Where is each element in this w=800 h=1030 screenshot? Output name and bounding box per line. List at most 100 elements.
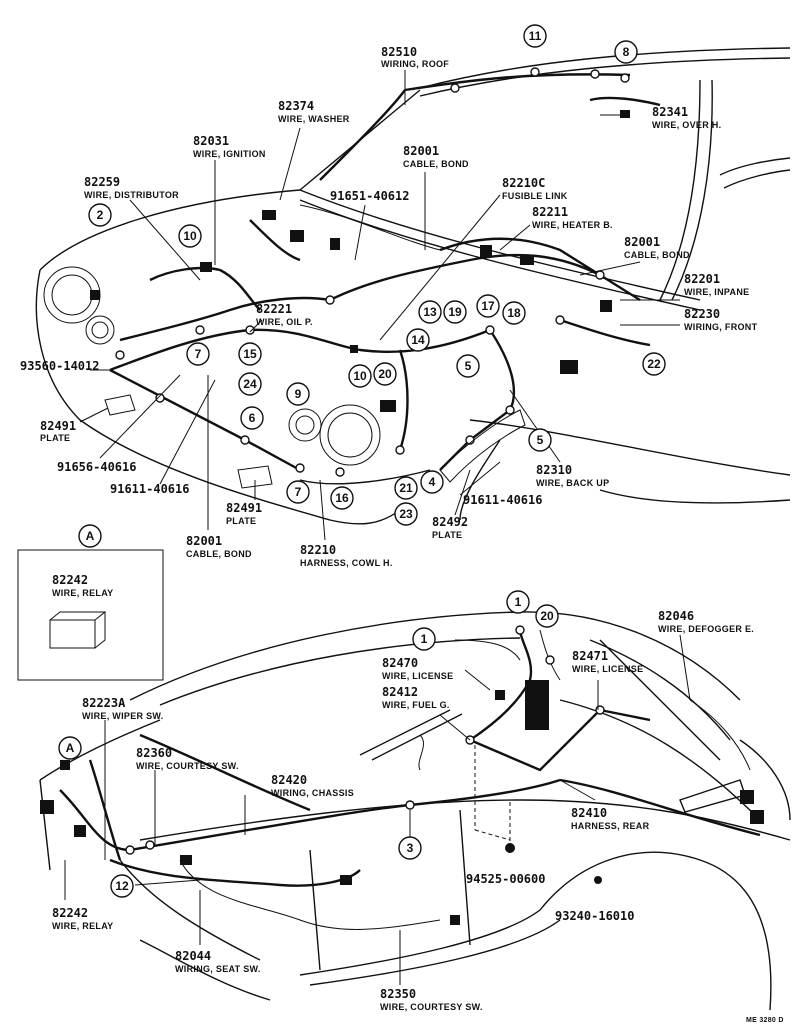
marker: 13: [418, 300, 442, 324]
part-desc: WIRE, WIPER SW.: [82, 711, 164, 721]
part-desc: PLATE: [40, 433, 70, 443]
rear-body-outline: [39, 611, 791, 1011]
marker: 3: [398, 836, 422, 860]
front-body-outline: [35, 47, 791, 525]
svg-text:A: A: [66, 741, 75, 755]
part-number: 82374: [278, 99, 314, 113]
part-desc: WIRE, OVER H.: [652, 120, 721, 130]
svg-text:13: 13: [423, 305, 437, 319]
marker: 1: [412, 627, 436, 651]
part-number: 82046: [658, 609, 694, 623]
marker: 5: [528, 428, 552, 452]
part-desc: WIRE, INPANE: [684, 287, 749, 297]
marker: 20: [373, 362, 397, 386]
part-desc: WIRE, DEFOGGER E.: [658, 624, 754, 634]
part-desc: WIRE, BACK UP: [536, 478, 609, 488]
svg-text:A: A: [86, 529, 95, 543]
svg-text:6: 6: [249, 411, 256, 425]
marker: 12: [110, 874, 134, 898]
part-desc: WIRING, SEAT SW.: [175, 964, 261, 974]
svg-text:24: 24: [243, 377, 257, 391]
part-number: 91651-40612: [330, 189, 409, 203]
marker: 14: [406, 328, 430, 352]
part-number: 91611-40616: [110, 482, 189, 496]
svg-text:5: 5: [465, 359, 472, 373]
marker: 18: [502, 301, 526, 325]
callout-markers: 11 8 2 10 7 15 24 9 10 20 13 19 17 18 14…: [58, 24, 666, 898]
svg-text:16: 16: [335, 491, 349, 505]
svg-text:7: 7: [195, 347, 202, 361]
part-desc: WIRE, FUEL G.: [382, 700, 450, 710]
svg-text:20: 20: [540, 609, 554, 623]
part-number: 82350: [380, 987, 416, 1001]
part-number: 82044: [175, 949, 211, 963]
marker: 7: [286, 480, 310, 504]
svg-text:12: 12: [115, 879, 129, 893]
front-plates: [104, 394, 526, 489]
part-labels: 82510 WIRING, ROOF 82374 WIRE, WASHER 82…: [20, 45, 784, 1024]
part-desc: WIRING, ROOF: [381, 59, 449, 69]
part-desc: WIRE, LICENSE: [572, 664, 643, 674]
inset-a: [17, 549, 164, 681]
figure-code: ME 3280 D: [746, 1017, 784, 1024]
part-desc: WIRE, LICENSE: [382, 671, 453, 681]
part-number: 82001: [403, 144, 439, 158]
part-desc: WIRE, DISTRIBUTOR: [84, 190, 179, 200]
svg-text:14: 14: [411, 333, 425, 347]
part-desc: WIRE, RELAY: [52, 588, 113, 598]
part-desc: PLATE: [226, 516, 256, 526]
part-number: 82360: [136, 746, 172, 760]
part-desc: WIRE, IGNITION: [193, 149, 266, 159]
marker: 8: [614, 40, 638, 64]
marker: 21: [394, 476, 418, 500]
part-number: 82223A: [82, 696, 126, 710]
marker: 5: [456, 354, 480, 378]
front-clips: [90, 67, 630, 477]
svg-text:21: 21: [399, 481, 413, 495]
part-desc: WIRE, COURTESY SW.: [136, 761, 239, 771]
part-desc: WIRING, FRONT: [684, 322, 758, 332]
part-number: 82341: [652, 105, 688, 119]
part-number: 82210: [300, 543, 336, 557]
part-number: 94525-00600: [466, 872, 545, 886]
part-number: 93560-14012: [20, 359, 99, 373]
part-number: 93240-16010: [555, 909, 634, 923]
part-desc: FUSIBLE LINK: [502, 191, 568, 201]
part-number: 91656-40616: [57, 460, 136, 474]
part-desc: HARNESS, REAR: [571, 821, 650, 831]
part-number: 82420: [271, 773, 307, 787]
marker: 1: [506, 590, 530, 614]
svg-text:19: 19: [448, 305, 462, 319]
svg-text:15: 15: [243, 347, 257, 361]
svg-text:10: 10: [183, 229, 197, 243]
part-number: 82230: [684, 307, 720, 321]
marker: 10: [348, 364, 372, 388]
part-number: 82510: [381, 45, 417, 59]
marker: 15: [238, 342, 262, 366]
svg-text:2: 2: [97, 208, 104, 222]
svg-text:8: 8: [623, 45, 630, 59]
part-number: 82210C: [502, 176, 545, 190]
marker: 20: [535, 604, 559, 628]
part-number: 82491: [226, 501, 262, 515]
marker: 16: [330, 486, 354, 510]
part-number: 82201: [684, 272, 720, 286]
marker: 10: [178, 224, 202, 248]
part-number: 82471: [572, 649, 608, 663]
marker: 24: [238, 372, 262, 396]
svg-text:7: 7: [295, 485, 302, 499]
part-number: 82242: [52, 573, 88, 587]
svg-text:11: 11: [529, 29, 542, 43]
part-number: 82001: [186, 534, 222, 548]
marker: 9: [286, 382, 310, 406]
svg-text:1: 1: [421, 632, 428, 646]
part-desc: WIRE, OIL P.: [256, 317, 313, 327]
svg-text:23: 23: [399, 507, 413, 521]
part-number: 82410: [571, 806, 607, 820]
rear-clips: [40, 625, 764, 925]
part-number: 82001: [624, 235, 660, 249]
svg-text:1: 1: [515, 595, 522, 609]
svg-text:5: 5: [537, 433, 544, 447]
leader-lines-top: [79, 70, 680, 541]
part-number: 82412: [382, 685, 418, 699]
